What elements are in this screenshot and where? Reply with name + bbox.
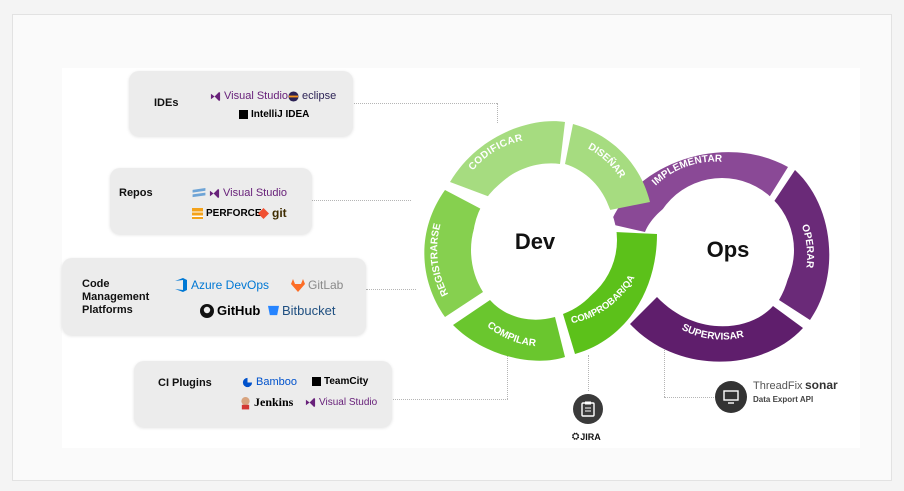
visual-studio-icon — [305, 397, 316, 408]
jira-badge — [573, 394, 603, 424]
export-badge — [715, 381, 747, 413]
intellij-icon — [239, 110, 248, 119]
azure-repos-logo: Visual Studio — [192, 187, 287, 199]
github-icon — [200, 303, 214, 318]
connector-cmp — [366, 289, 416, 290]
gitlab-icon — [291, 278, 305, 292]
dev-segment-codificar — [450, 121, 565, 197]
dev-center — [473, 168, 617, 312]
connector-export — [664, 350, 665, 397]
connector-ides — [352, 103, 497, 104]
dev-segment-registrarse — [424, 190, 483, 317]
azure-devops-icon — [175, 278, 187, 292]
ci-plugins-card: CI Plugins Bamboo TeamCity Jenkins Visua… — [134, 361, 392, 427]
bamboo-logo: Bamboo — [242, 376, 297, 388]
devops-loop: CODIFICAR DISEÑAR REGISTRARSE COMPILAR C… — [424, 121, 830, 362]
ops-title: Ops — [707, 237, 750, 262]
azure-repos-icon — [192, 187, 206, 197]
perforce-logo: PERFORCE — [192, 208, 262, 219]
connector-ci-rise — [507, 355, 508, 399]
dev-segment-comprobar-qa — [563, 232, 657, 354]
intellij-logo: IntelliJ IDEA — [239, 109, 309, 120]
connector-ci — [391, 399, 508, 400]
azure-devops-logo: Azure DevOps — [174, 278, 269, 292]
perforce-icon — [192, 208, 203, 219]
gitlab-logo: GitLab — [291, 278, 343, 292]
jenkins-icon — [241, 396, 250, 409]
monitor-icon — [723, 390, 739, 404]
repos-title: Repos — [119, 187, 153, 199]
ops-segment-supervisar — [630, 297, 803, 362]
ides-title: IDEs — [154, 97, 179, 109]
bitbucket-icon — [268, 305, 279, 316]
dev-title: Dev — [515, 229, 556, 254]
jenkins-logo: Jenkins — [240, 395, 293, 410]
threadfix-logo: ThreadFix — [753, 380, 803, 392]
teamcity-icon — [312, 377, 321, 386]
repos-card: Repos Visual Studio PERFORCE git — [110, 168, 312, 234]
connector-jira — [588, 355, 589, 391]
visual-studio-icon — [209, 188, 220, 198]
ops-segment-operar — [771, 170, 830, 320]
eclipse-logo: eclipse — [288, 90, 336, 102]
git-icon — [258, 207, 269, 219]
dev-segment-disenar — [565, 124, 650, 210]
sonar-logo: sonar — [805, 378, 838, 392]
eclipse-icon — [288, 90, 299, 102]
connector-export-h — [664, 397, 716, 398]
jira-icon: ⛭ — [572, 431, 580, 441]
clipboard-icon — [581, 401, 595, 417]
dev-segment-compilar — [453, 300, 565, 361]
teamcity-logo: TeamCity — [312, 376, 368, 387]
visual-studio-ci-logo: Visual Studio — [305, 397, 377, 408]
code-management-title: Code Management Platforms — [82, 278, 150, 316]
github-logo: GitHub — [200, 303, 260, 318]
code-management-card: Code Management Platforms Azure DevOps G… — [62, 258, 366, 335]
jira-label: ⛭ JIRA — [572, 431, 601, 442]
ci-plugins-title: CI Plugins — [158, 377, 212, 389]
data-export-caption: Data Export API — [753, 395, 814, 404]
bamboo-icon — [242, 377, 253, 387]
git-logo: git — [258, 206, 287, 220]
visual-studio-logo: Visual Studio — [210, 90, 288, 102]
ides-card: IDEs Visual Studio eclipse IntelliJ IDEA — [129, 71, 353, 136]
connector-repos — [311, 200, 411, 201]
connector-ides-drop — [497, 103, 498, 123]
visual-studio-icon — [210, 91, 221, 101]
bitbucket-logo: Bitbucket — [268, 303, 335, 318]
ops-center — [650, 178, 794, 322]
